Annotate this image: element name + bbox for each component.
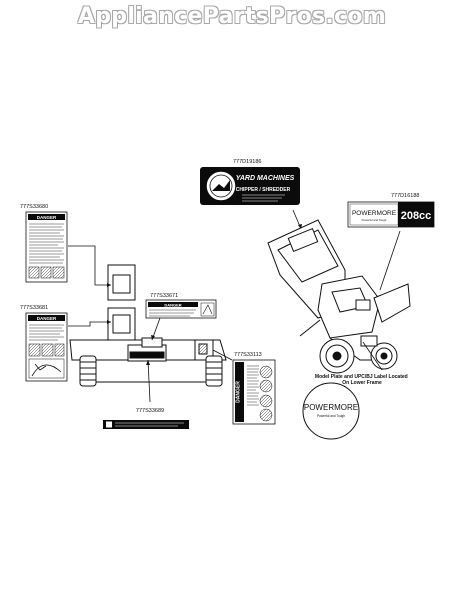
leader-model-plate [362, 341, 383, 371]
model-plate-note-line-2: On Lower Frame [342, 380, 382, 386]
label-decal-danger-right: 777S33113 [234, 352, 262, 358]
powermore-logo-round: POWERMORE [304, 403, 358, 412]
engine-size-text: 208cc [401, 210, 432, 222]
label-decal-warning-left: 777S33680 [20, 204, 48, 210]
powermore-logo-small: POWERMORE [352, 210, 397, 217]
label-decal-brand: 777D19186 [233, 159, 261, 165]
decal-danger-left: DANGER [25, 312, 68, 382]
label-decal-208cc: 777D16188 [391, 193, 419, 199]
machine-front-view [69, 264, 227, 387]
decal-208cc: POWERMORE Powerful and Tough 208cc [347, 201, 435, 228]
danger-right-header: DANGER [236, 381, 242, 403]
label-decal-danger-left: 777S33681 [20, 305, 48, 311]
decal-powermore-round: POWERMORE Powerful and Tough [302, 382, 360, 440]
brand-logo-text: YARD MACHINES [236, 175, 295, 182]
model-plate-note-text: Model Plate and UPC/BJ Label Located [315, 374, 408, 380]
danger-left-header: DANGER [37, 316, 57, 321]
brand-subtitle-text: CHIPPER / SHREDDER [236, 187, 291, 193]
model-plate-note: Model Plate and UPC/BJ Label Located On … [315, 374, 409, 386]
leader-warning-left [68, 245, 111, 286]
leader-danger-left [68, 321, 111, 327]
decal-danger-right: DANGER [232, 359, 276, 425]
decal-brand: YARD MACHINES CHIPPER / SHREDDER [200, 167, 300, 205]
label-decal-danger-top: 777S33671 [150, 293, 178, 299]
label-decal-bottom-strip: 777S33689 [136, 408, 164, 414]
watermark: AppliancePartsPros.com [77, 4, 387, 29]
leader-bottom-strip [147, 359, 151, 403]
decal-warning-left: DANGER [25, 211, 68, 283]
danger-top-header: DANGER [164, 302, 181, 307]
decal-bottom-strip [103, 420, 189, 429]
leader-208cc [379, 230, 401, 291]
warning-left-header: DANGER [37, 215, 57, 220]
chipper-shredder-drawing [267, 219, 411, 374]
powermore-tagline-round: Powerful and Tough [317, 414, 345, 418]
powermore-tagline-small: Powerful and Tough [362, 218, 387, 222]
decal-danger-top: DANGER [145, 299, 217, 319]
leader-danger-right [212, 349, 233, 361]
